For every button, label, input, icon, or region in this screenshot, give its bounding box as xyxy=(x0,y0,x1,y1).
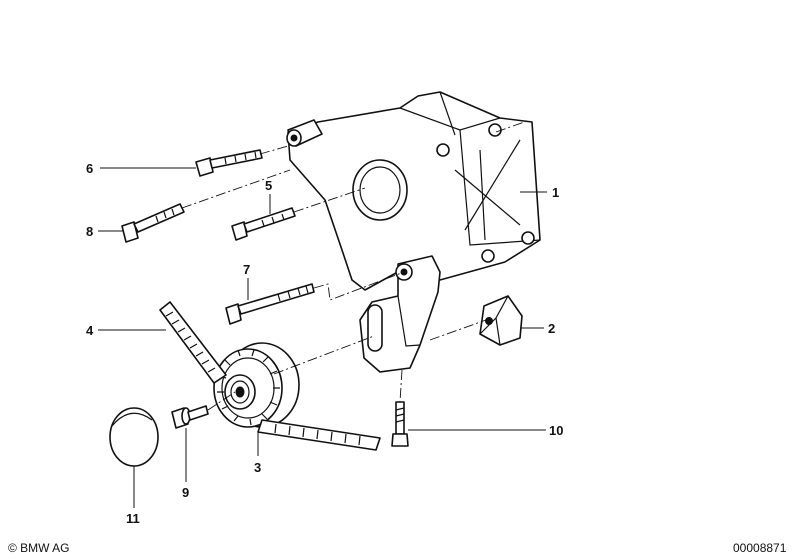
part-11-cap xyxy=(109,407,159,467)
part-3-pulley xyxy=(213,342,300,428)
part-5-bolt xyxy=(231,207,296,241)
callout-5: 5 xyxy=(265,178,272,193)
diagram-number: 00008871 xyxy=(733,541,787,555)
part-10-bolt xyxy=(391,401,409,447)
assembly-lines xyxy=(181,119,531,411)
part-2-mount xyxy=(479,295,523,346)
callout-2: 2 xyxy=(548,321,555,336)
part-1-bracket xyxy=(286,91,541,373)
copyright-label: © BMW AG xyxy=(8,541,70,555)
leader-lines xyxy=(98,167,547,508)
part-8-bolt xyxy=(121,203,185,243)
part-6-bolt xyxy=(195,149,263,177)
part-7-bolt xyxy=(225,283,315,325)
callout-9: 9 xyxy=(182,485,189,500)
part-9-bolt xyxy=(171,405,209,429)
callout-1: 1 xyxy=(552,185,559,200)
part-4-belt xyxy=(159,301,381,451)
callout-4: 4 xyxy=(86,323,94,338)
callout-10: 10 xyxy=(549,423,563,438)
callout-8: 8 xyxy=(86,224,93,239)
callout-3: 3 xyxy=(254,460,261,475)
callout-7: 7 xyxy=(243,262,250,277)
callout-6: 6 xyxy=(86,161,93,176)
callout-11: 11 xyxy=(126,511,140,526)
